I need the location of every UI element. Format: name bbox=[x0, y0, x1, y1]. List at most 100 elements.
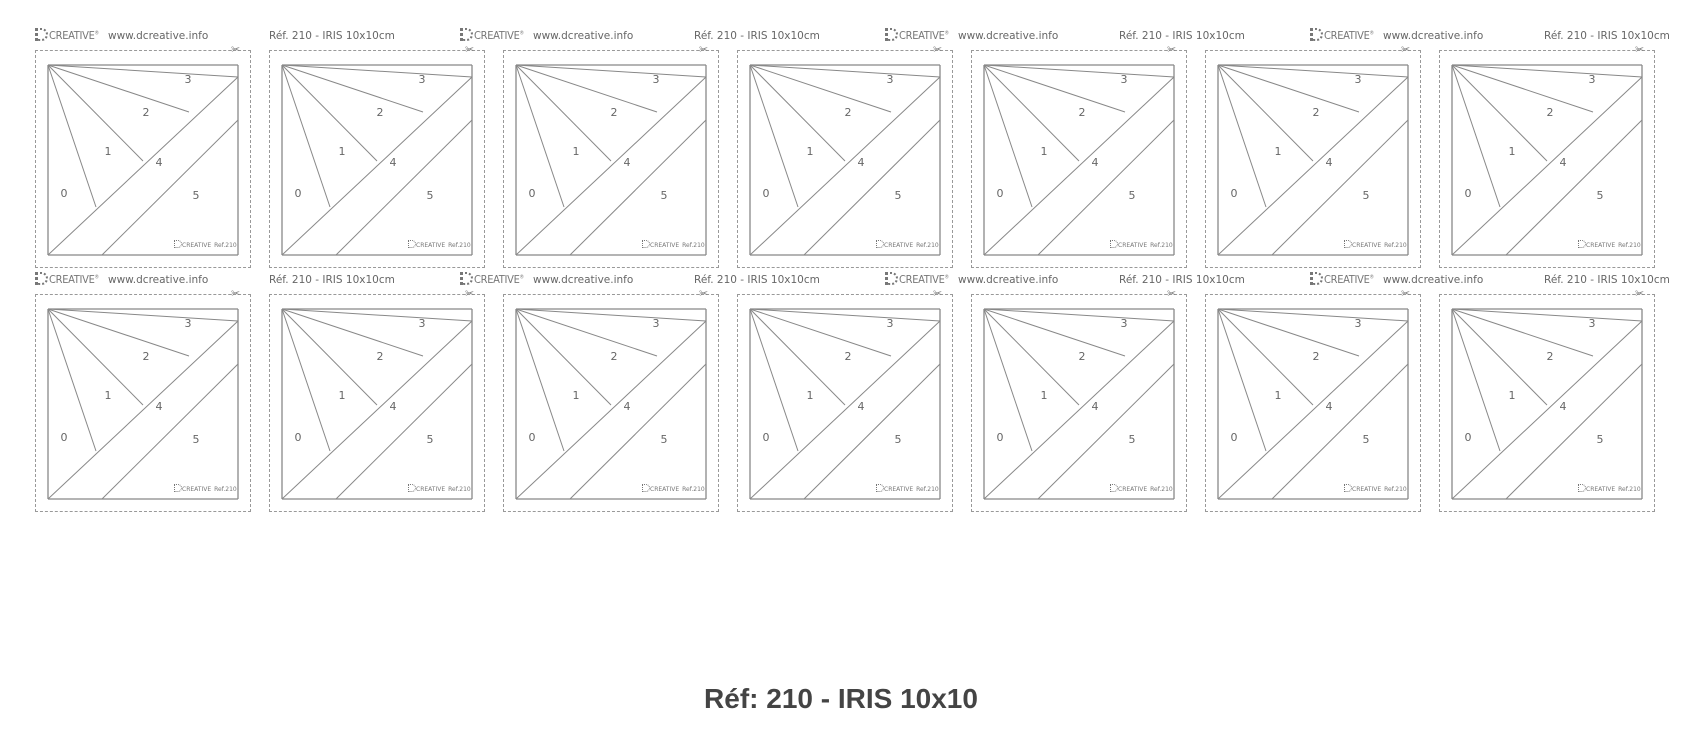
template-brand-name: CREATIVE bbox=[416, 242, 446, 249]
template-ref: Ref.210 bbox=[214, 486, 237, 493]
iris-pattern bbox=[1217, 308, 1409, 500]
dcreative-logo-icon bbox=[1110, 484, 1118, 492]
dcreative-logo-icon bbox=[885, 272, 898, 285]
fold-line bbox=[1451, 308, 1643, 322]
template-brand-name: CREATIVE bbox=[1586, 486, 1616, 493]
cut-line bbox=[269, 294, 485, 512]
scissors-icon: ✂ bbox=[1401, 287, 1411, 300]
fold-line bbox=[515, 320, 707, 500]
section-number: 4 bbox=[1325, 156, 1333, 169]
fold-line bbox=[47, 308, 144, 406]
fold-line bbox=[515, 64, 565, 208]
reference-label: Réf. 210 - IRIS 10x10cm bbox=[269, 274, 395, 286]
section-number: 3 bbox=[1588, 317, 1596, 330]
section-number: 1 bbox=[104, 389, 112, 402]
fold-line bbox=[749, 308, 799, 452]
dcreative-logo-icon bbox=[876, 484, 884, 492]
cut-line bbox=[1439, 294, 1655, 512]
fold-line bbox=[47, 308, 97, 452]
fold-line bbox=[1217, 308, 1314, 406]
section-number: 1 bbox=[806, 145, 814, 158]
cut-line bbox=[971, 50, 1187, 268]
fold-line bbox=[1037, 119, 1175, 256]
iris-pattern bbox=[1451, 308, 1643, 500]
scissors-icon: ✂ bbox=[933, 43, 943, 56]
reference-label: Réf. 210 - IRIS 10x10cm bbox=[1544, 30, 1670, 42]
cut-line bbox=[737, 294, 953, 512]
page-title: Réf: 210 - IRIS 10x10 bbox=[704, 683, 978, 714]
section-number: 1 bbox=[806, 389, 814, 402]
fold-line bbox=[749, 76, 941, 256]
iris-pattern bbox=[515, 64, 707, 256]
fold-line bbox=[515, 308, 612, 406]
template-brand-name: CREATIVE bbox=[1118, 242, 1148, 249]
fold-line bbox=[749, 308, 892, 357]
fold-line bbox=[47, 308, 239, 322]
fold-line bbox=[1217, 64, 1314, 162]
section-number: 4 bbox=[155, 400, 163, 413]
section-number: 5 bbox=[894, 433, 902, 446]
fold-line bbox=[749, 320, 941, 500]
fold-line bbox=[1451, 64, 1594, 113]
fold-line bbox=[335, 363, 473, 500]
fold-line bbox=[1217, 308, 1267, 452]
fold-line bbox=[281, 308, 378, 406]
fold-line bbox=[1217, 64, 1267, 208]
dcreative-logo-icon bbox=[408, 484, 416, 492]
reference-label: Réf. 210 - IRIS 10x10cm bbox=[269, 30, 395, 42]
dcreative-logo-icon bbox=[1578, 484, 1586, 492]
website-url: www.dcreative.info bbox=[1383, 30, 1484, 42]
section-number: 5 bbox=[1596, 189, 1604, 202]
dcreative-logo-icon bbox=[35, 272, 48, 285]
template-ref: Ref.210 bbox=[916, 242, 939, 249]
fold-line bbox=[749, 64, 846, 162]
iris-pattern bbox=[983, 64, 1175, 256]
fold-line bbox=[983, 64, 1126, 113]
fold-line bbox=[1451, 308, 1594, 357]
dcreative-logo-icon bbox=[1110, 240, 1118, 248]
section-number: 0 bbox=[762, 431, 770, 444]
fold-line bbox=[983, 64, 1175, 78]
section-number: 3 bbox=[418, 317, 426, 330]
template-ref: Ref.210 bbox=[214, 242, 237, 249]
section-number: 5 bbox=[660, 433, 668, 446]
section-number: 2 bbox=[1312, 106, 1320, 119]
section-number: 2 bbox=[376, 106, 384, 119]
fold-line bbox=[47, 64, 97, 208]
iris-pattern bbox=[983, 308, 1175, 500]
section-number: 4 bbox=[623, 156, 631, 169]
section-number: 2 bbox=[1546, 350, 1554, 363]
section-number: 2 bbox=[844, 106, 852, 119]
scissors-icon: ✂ bbox=[465, 287, 475, 300]
dcreative-logo-icon bbox=[1578, 240, 1586, 248]
section-number: 3 bbox=[418, 73, 426, 86]
dcreative-logo-icon bbox=[460, 272, 473, 285]
section-number: 1 bbox=[104, 145, 112, 158]
website-url: www.dcreative.info bbox=[958, 274, 1059, 286]
dcreative-logo-icon bbox=[35, 28, 48, 41]
fold-line bbox=[281, 64, 378, 162]
fold-line bbox=[281, 64, 424, 113]
fold-line bbox=[47, 308, 190, 357]
cut-line bbox=[1205, 50, 1421, 268]
fold-line bbox=[515, 308, 707, 322]
brand-name: CREATIVE bbox=[1324, 29, 1370, 42]
fold-line bbox=[1505, 119, 1643, 256]
section-number: 5 bbox=[426, 189, 434, 202]
section-number: 0 bbox=[528, 187, 536, 200]
section-number: 4 bbox=[623, 400, 631, 413]
